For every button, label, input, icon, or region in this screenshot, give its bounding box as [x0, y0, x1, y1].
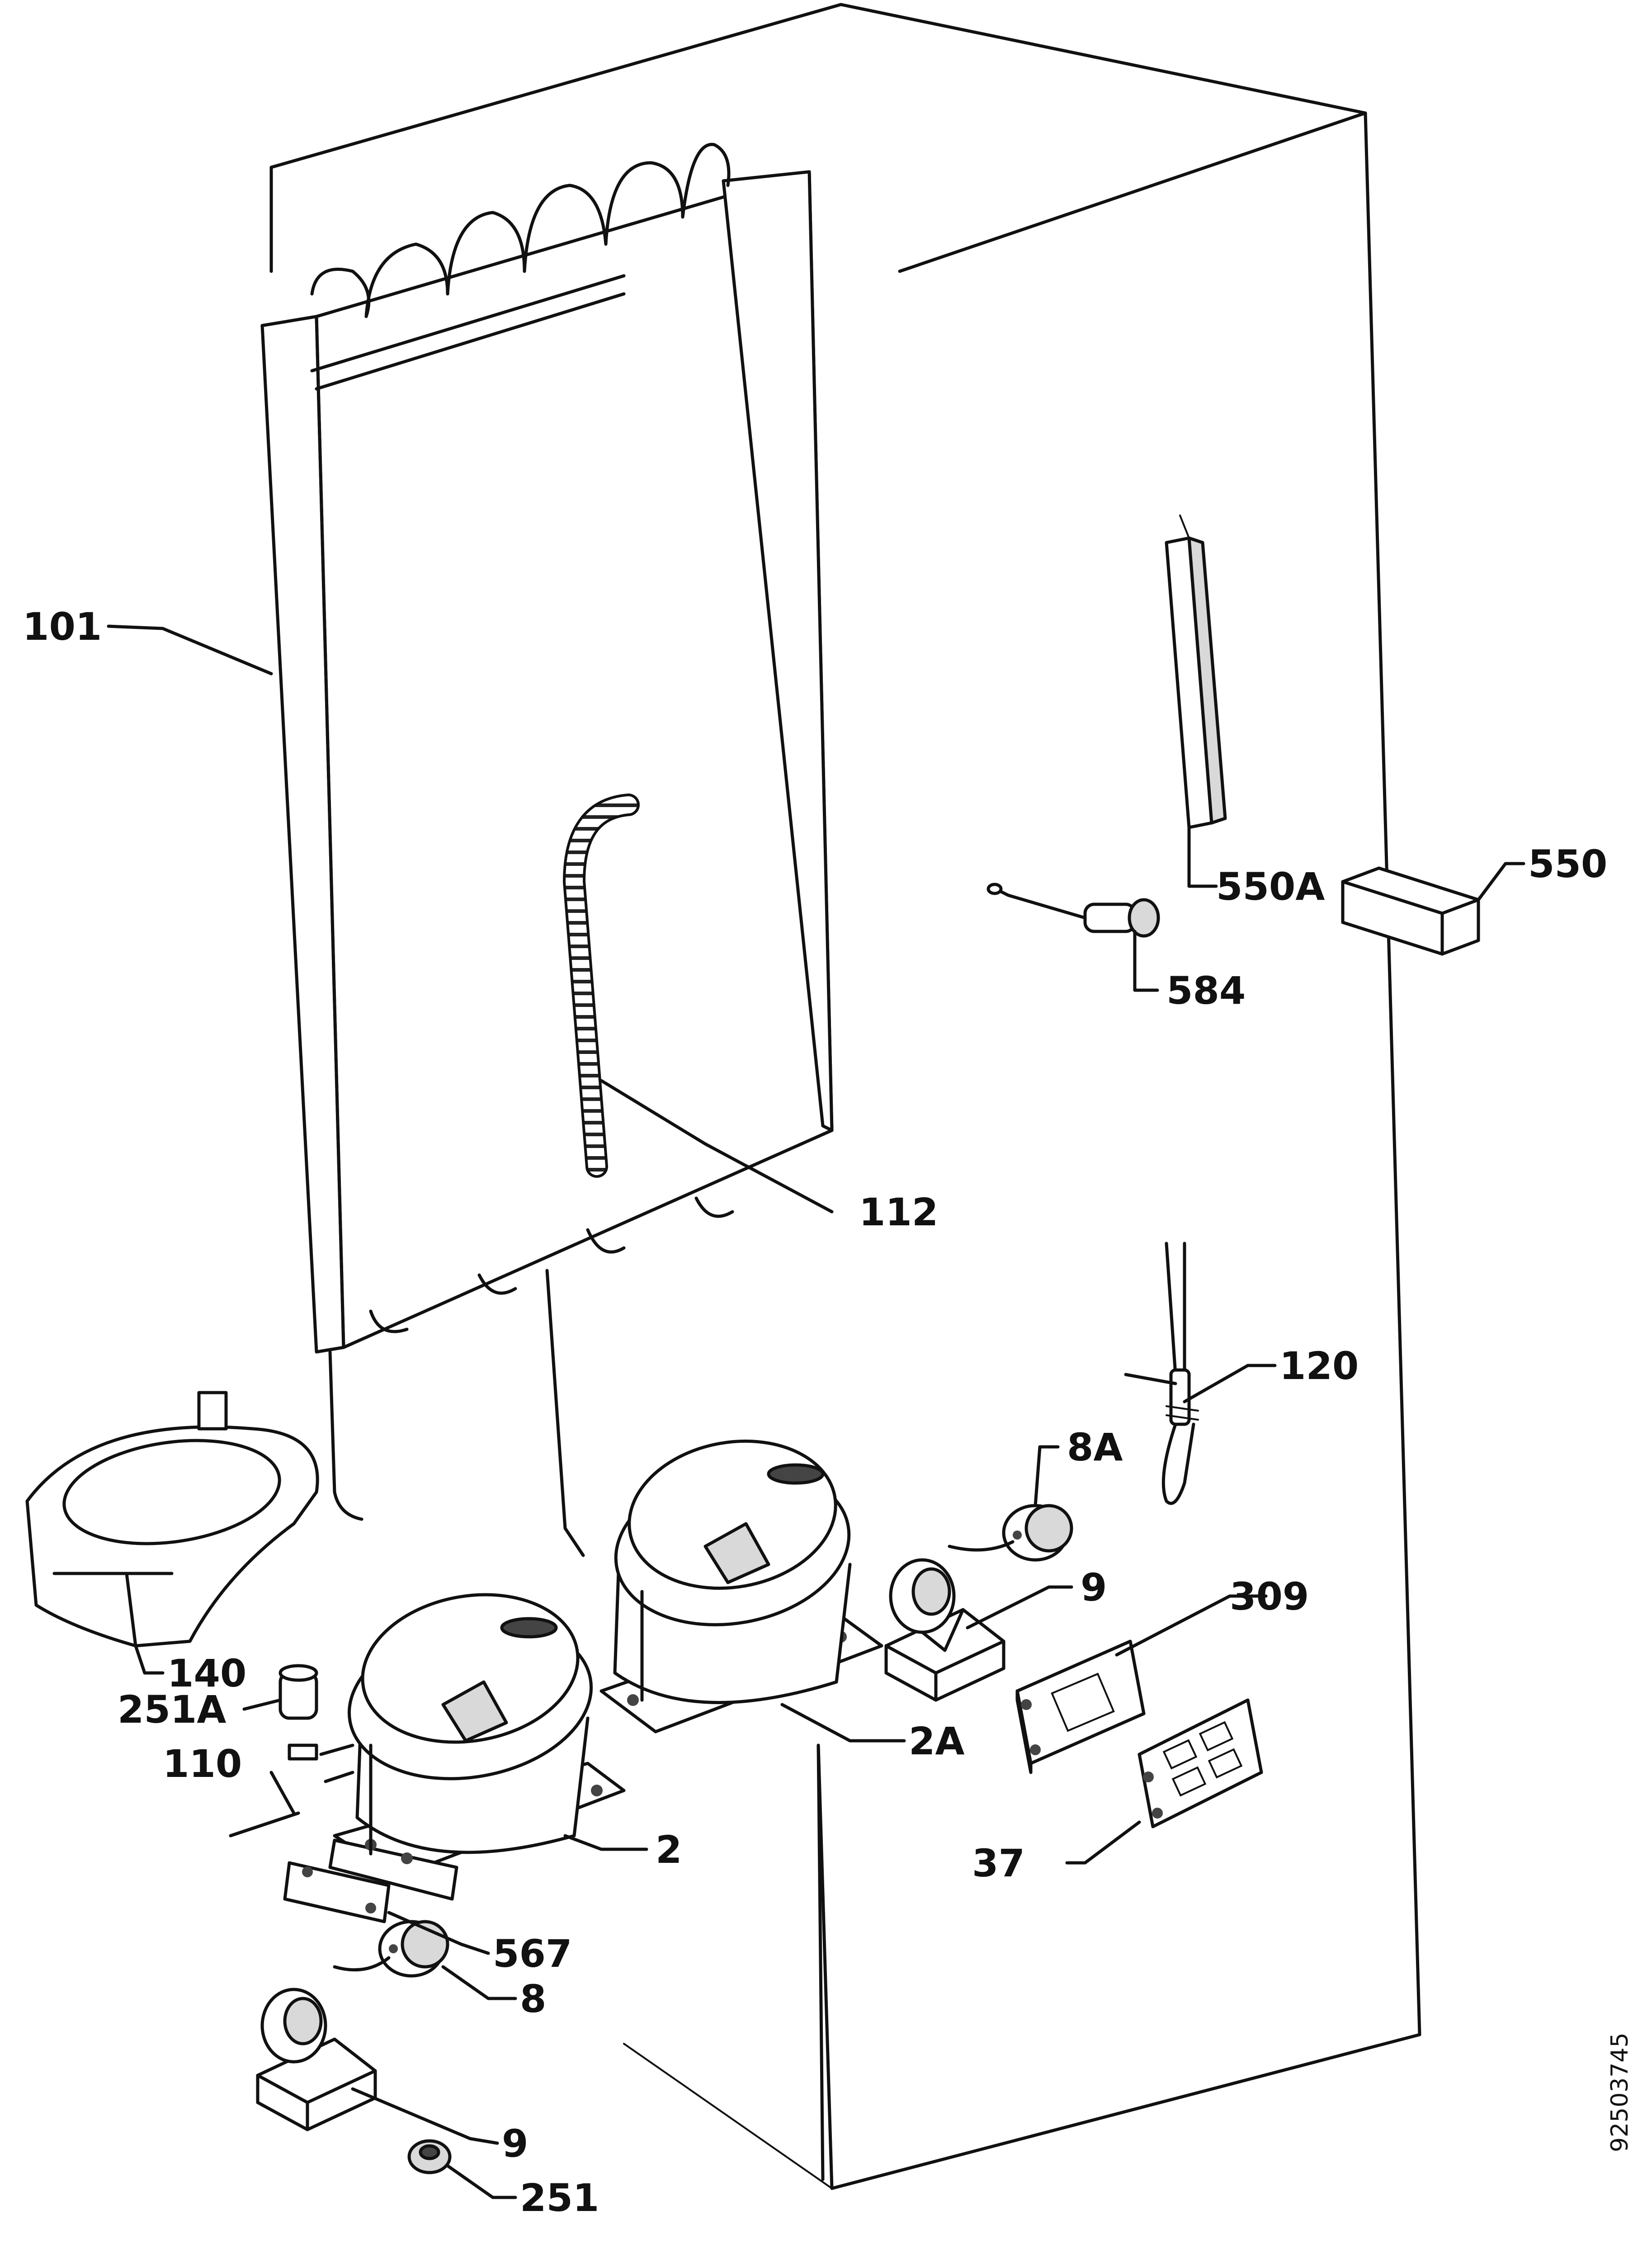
label-550A: 550A [1216, 865, 1325, 909]
label-140: 140 [167, 1651, 246, 1696]
label-251: 251 [520, 2176, 599, 2220]
document-number: 92503745 [1606, 2032, 1633, 2152]
relay-a [948, 1504, 1073, 1562]
control-panel [1138, 1698, 1263, 1828]
label-112: 112 [859, 1190, 938, 1234]
label-9-bottom: 9 [502, 2121, 528, 2166]
leader-lines [107, 624, 1525, 2199]
compressor [328, 1593, 626, 1901]
clip-bracket [1341, 866, 1480, 956]
relay-clamp-a [884, 1558, 1005, 1702]
pins [229, 1743, 354, 1838]
relay-clamp [256, 1988, 377, 2131]
compressor-a [599, 1439, 883, 1734]
control-board [1015, 1639, 1146, 1774]
label-9-right: 9 [1081, 1565, 1107, 1610]
cabinet-outline [269, 3, 1421, 2190]
condenser [260, 142, 834, 1557]
label-8: 8 [520, 1977, 546, 2021]
label-8A: 8A [1067, 1425, 1123, 1469]
label-110: 110 [163, 1742, 242, 1786]
label-2A: 2A [909, 1719, 964, 1763]
grommet-sleeve [278, 1664, 318, 1720]
label-550: 550 [1528, 842, 1607, 886]
label-101: 101 [23, 605, 102, 649]
label-37: 37 [972, 1841, 1025, 1885]
mount-plate [283, 1861, 391, 1923]
label-2: 2 [656, 1828, 682, 1872]
label-567: 567 [493, 1932, 572, 1976]
drip-tray [25, 1391, 319, 1648]
clip-rail [1165, 515, 1227, 829]
part-labels: 101 112 550A 550 584 120 8A 9 309 37 2A … [23, 605, 1607, 2220]
label-251A: 251A [118, 1687, 226, 1732]
label-120: 120 [1279, 1344, 1359, 1388]
label-309: 309 [1230, 1574, 1309, 1619]
grommet [407, 2139, 452, 2174]
sensor [986, 883, 1160, 938]
capillary [1124, 1242, 1199, 1505]
condenser-tube [562, 794, 640, 1178]
label-584: 584 [1166, 968, 1246, 1013]
